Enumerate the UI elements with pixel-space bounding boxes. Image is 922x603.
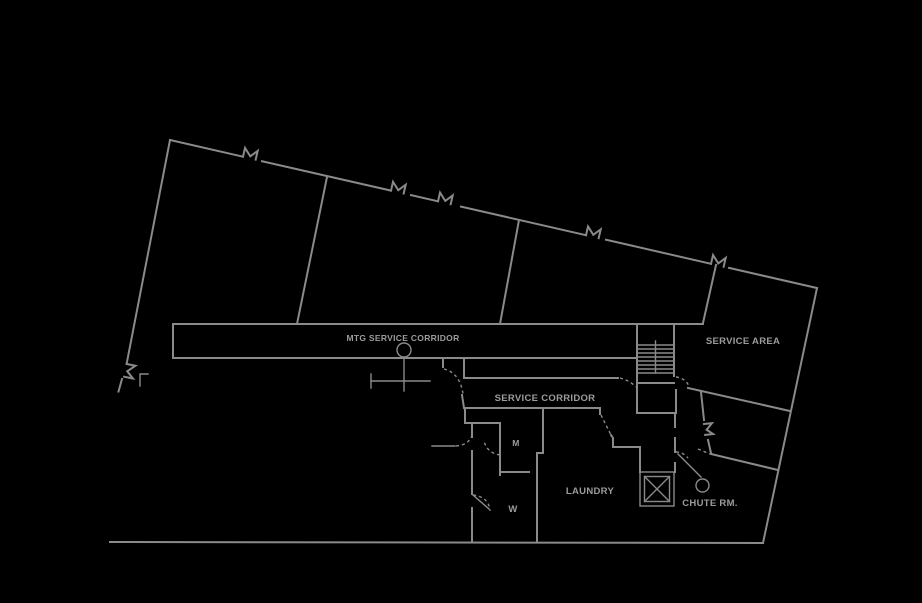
outer-boundary-wall: [108, 138, 819, 545]
unit-partition-walls: [295, 175, 718, 326]
door-swing-arc-icon: [443, 368, 464, 395]
laundry-room: LAUNDRY: [566, 414, 641, 497]
door-swing-arc-icon: [619, 377, 637, 388]
door-opening: [697, 448, 711, 455]
service-area: SERVICE AREA: [686, 336, 792, 472]
wall-break-icon: [584, 223, 603, 240]
door-leaf: [472, 494, 490, 510]
chute-room: CHUTE RM.: [639, 412, 737, 509]
door-swing-arc-icon: [675, 376, 690, 387]
wall-break-icon: [389, 179, 408, 195]
label-laundry: LAUNDRY: [566, 486, 615, 497]
door-swing-arc-icon: [675, 451, 689, 459]
door-knob-circle-icon: [695, 478, 710, 493]
label-service-corridor: SERVICE CORRIDOR: [495, 393, 596, 404]
door-swing-arc-icon: [483, 440, 501, 456]
mtg-service-corridor: MTG SERVICE CORRIDOR: [172, 323, 704, 359]
door-swing-arc-icon: [472, 494, 491, 512]
door-opening: [600, 414, 612, 436]
service-corridor: SERVICE CORRIDOR: [442, 357, 637, 415]
wall-break-icon: [702, 421, 716, 437]
column-circle-icon: [370, 342, 431, 392]
label-mtg-service-corridor: MTG SERVICE CORRIDOR: [346, 333, 459, 343]
wall-break-icon: [436, 189, 455, 206]
door-leaf: [677, 453, 702, 478]
label-service-area: SERVICE AREA: [706, 336, 780, 347]
wall-break-icon: [241, 145, 260, 161]
door-swing-arc-icon: [455, 436, 472, 447]
stair-icon: [636, 323, 690, 414]
chute-x-box-icon: [639, 471, 675, 507]
wall-break-icon: [122, 362, 138, 380]
wall-break-icon: [709, 252, 728, 268]
label-womens-room: W: [508, 504, 517, 515]
label-mens-room: M: [512, 438, 519, 448]
label-chute-rm: CHUTE RM.: [682, 498, 737, 509]
wall-stub: [139, 373, 149, 387]
restrooms: M W: [431, 407, 544, 543]
